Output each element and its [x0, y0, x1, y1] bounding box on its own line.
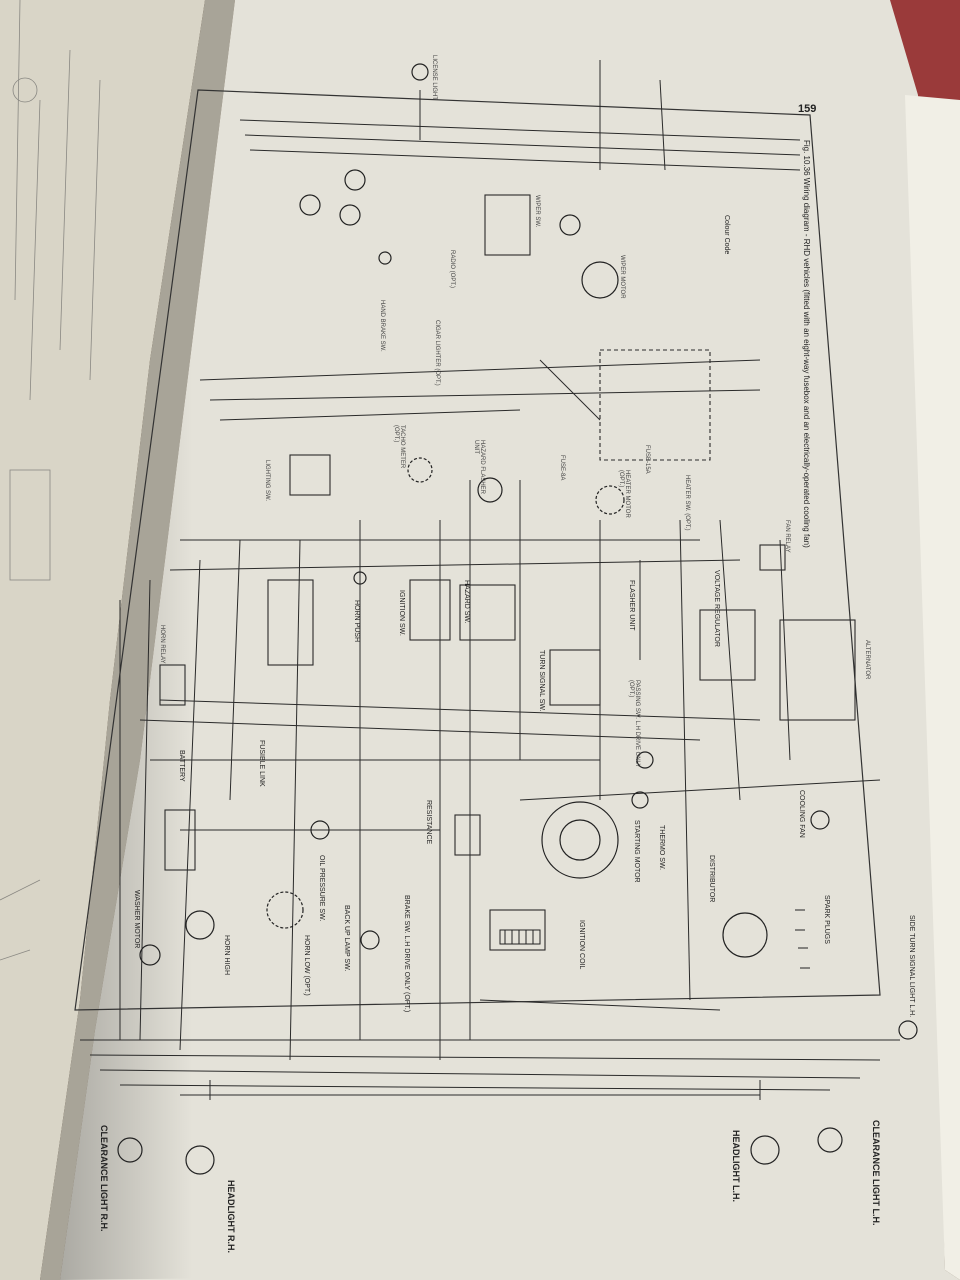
side-turn-signal-symbol: [898, 1020, 918, 1040]
wiring-harness: [80, 60, 900, 1100]
distributor-label: DISTRIBUTOR: [708, 855, 715, 903]
license-light-label: LICENSE LIGHT: [431, 55, 437, 101]
horn-push-label: HORN PUSH: [353, 600, 360, 643]
clearance-light-rh-symbol: [117, 1137, 143, 1163]
cooling-unit-box: [599, 349, 711, 461]
washer-motor-symbol: [139, 944, 161, 966]
horn-high-symbol: [185, 910, 215, 940]
figure-caption: Fig. 10.36 Wiring diagram - RHD vehicles…: [802, 140, 811, 548]
wiper-switch-label: WIPER SW.: [534, 195, 540, 228]
heater-motor-label: HEATER MOTOR (OPT.): [618, 470, 630, 518]
ignition-coil-label: IGNITION COIL: [578, 920, 585, 970]
tacho-meter-symbol: [407, 457, 433, 483]
horn-high-label: HORN HIGH: [223, 935, 230, 976]
back-up-lamp-symbol: [360, 930, 380, 950]
headlight-lh-symbol: [750, 1135, 780, 1165]
ignition-switch-block: [409, 579, 451, 641]
resistance-label: RESISTANCE: [425, 800, 432, 845]
heater-switch-label: HEATER SW. (OPT.): [684, 475, 690, 531]
clearance-light-rh-label: CLEARANCE LIGHT R.H.: [99, 1125, 109, 1232]
resistance-box: [454, 814, 481, 856]
flasher-unit-label: FLASHER UNIT: [628, 580, 635, 631]
heater-motor-symbol: [595, 485, 625, 515]
hand-brake-label: HAND BRAKE SW.: [379, 300, 385, 352]
lighting-switch-block: [289, 454, 331, 496]
fan-relay-label: FAN RELAY: [784, 520, 790, 553]
cooling-fan-symbol: [810, 810, 830, 830]
battery-label: BATTERY: [178, 750, 185, 782]
voltage-regulator-box: [699, 609, 756, 681]
washer-motor-label: WASHER MOTOR: [133, 890, 140, 949]
voltage-regulator-label: VOLTAGE REGULATOR: [713, 570, 720, 647]
turn-signal-switch-block: [549, 649, 601, 706]
wiper-motor-symbol: [581, 261, 619, 299]
oil-pressure-label: OIL PRESSURE SW.: [318, 855, 325, 922]
cooling-fan-label: COOLING FAN: [798, 790, 805, 838]
hazard-flasher-label: HAZARD FLASHER UNIT: [473, 440, 485, 495]
back-up-lamp-label: BACK UP LAMP SW.: [343, 905, 350, 972]
fusebox-block: [267, 579, 314, 666]
wiper-switch-block: [484, 194, 531, 256]
clearance-light-lh-symbol: [817, 1127, 843, 1153]
alternator-label: ALTERNATOR: [864, 640, 870, 680]
radio-label: RADIO (OPT.): [449, 250, 455, 289]
fuse-15a-label: FUSE-15A: [644, 445, 650, 474]
horn-low-symbol: [266, 891, 304, 929]
spark-plugs-label: SPARK PLUGS: [823, 895, 830, 944]
brake-switch-label: BRAKE SW. L.H DRIVE ONLY (OPT.): [403, 895, 410, 1013]
headlight-lh-label: HEADLIGHT L.H.: [731, 1130, 741, 1202]
battery-box: [164, 809, 196, 871]
ignition-switch-label: IGNITION SW.: [398, 590, 405, 636]
lighting-switch-label: LIGHTING SW.: [264, 460, 270, 502]
page-number: 159: [798, 103, 817, 115]
starting-motor-label: STARTING MOTOR: [633, 820, 640, 883]
tacho-meter-label: TACHO METER (OPT.): [393, 425, 405, 469]
headlight-rh-symbol: [185, 1145, 215, 1175]
wiper-motor-label: WIPER MOTOR: [619, 255, 625, 299]
horn-relay-label: HORN RELAY: [159, 625, 165, 664]
side-turn-signal-label: SIDE TURN SIGNAL LIGHT L.H.: [908, 915, 915, 1018]
cigar-lighter-label: CIGAR LIGHTER (OPT.): [434, 320, 440, 386]
ignition-coil-box: [489, 909, 546, 951]
fusible-link-label: FUSIBLE LINK: [258, 740, 265, 787]
horn-low-label: HORN LOW (OPT.): [303, 935, 310, 996]
fuse-8a-label: FUSE-8A: [559, 455, 565, 481]
fan-relay-box: [759, 544, 786, 571]
oil-pressure-symbol: [310, 820, 330, 840]
thermo-switch-label: THERMO SW.: [658, 825, 665, 871]
alternator-box: [779, 619, 856, 721]
headlight-rh-label: HEADLIGHT R.H.: [226, 1180, 236, 1253]
colour-code-title: Colour Code: [723, 215, 730, 255]
hazard-switch-block: [459, 584, 516, 641]
starting-motor-symbol: [541, 801, 619, 879]
distributor-symbol: [722, 912, 768, 958]
turn-signal-switch-label: TURN SIGNAL SW.: [538, 650, 545, 712]
horn-relay-box: [159, 664, 186, 706]
hazard-switch-label: HAZARD SW.: [463, 580, 470, 624]
clearance-light-lh-label: CLEARANCE LIGHT L.H.: [871, 1120, 881, 1226]
passing-switch-label: PASSING SW. L.H DRIVE ONLY (OPT.): [628, 680, 640, 768]
